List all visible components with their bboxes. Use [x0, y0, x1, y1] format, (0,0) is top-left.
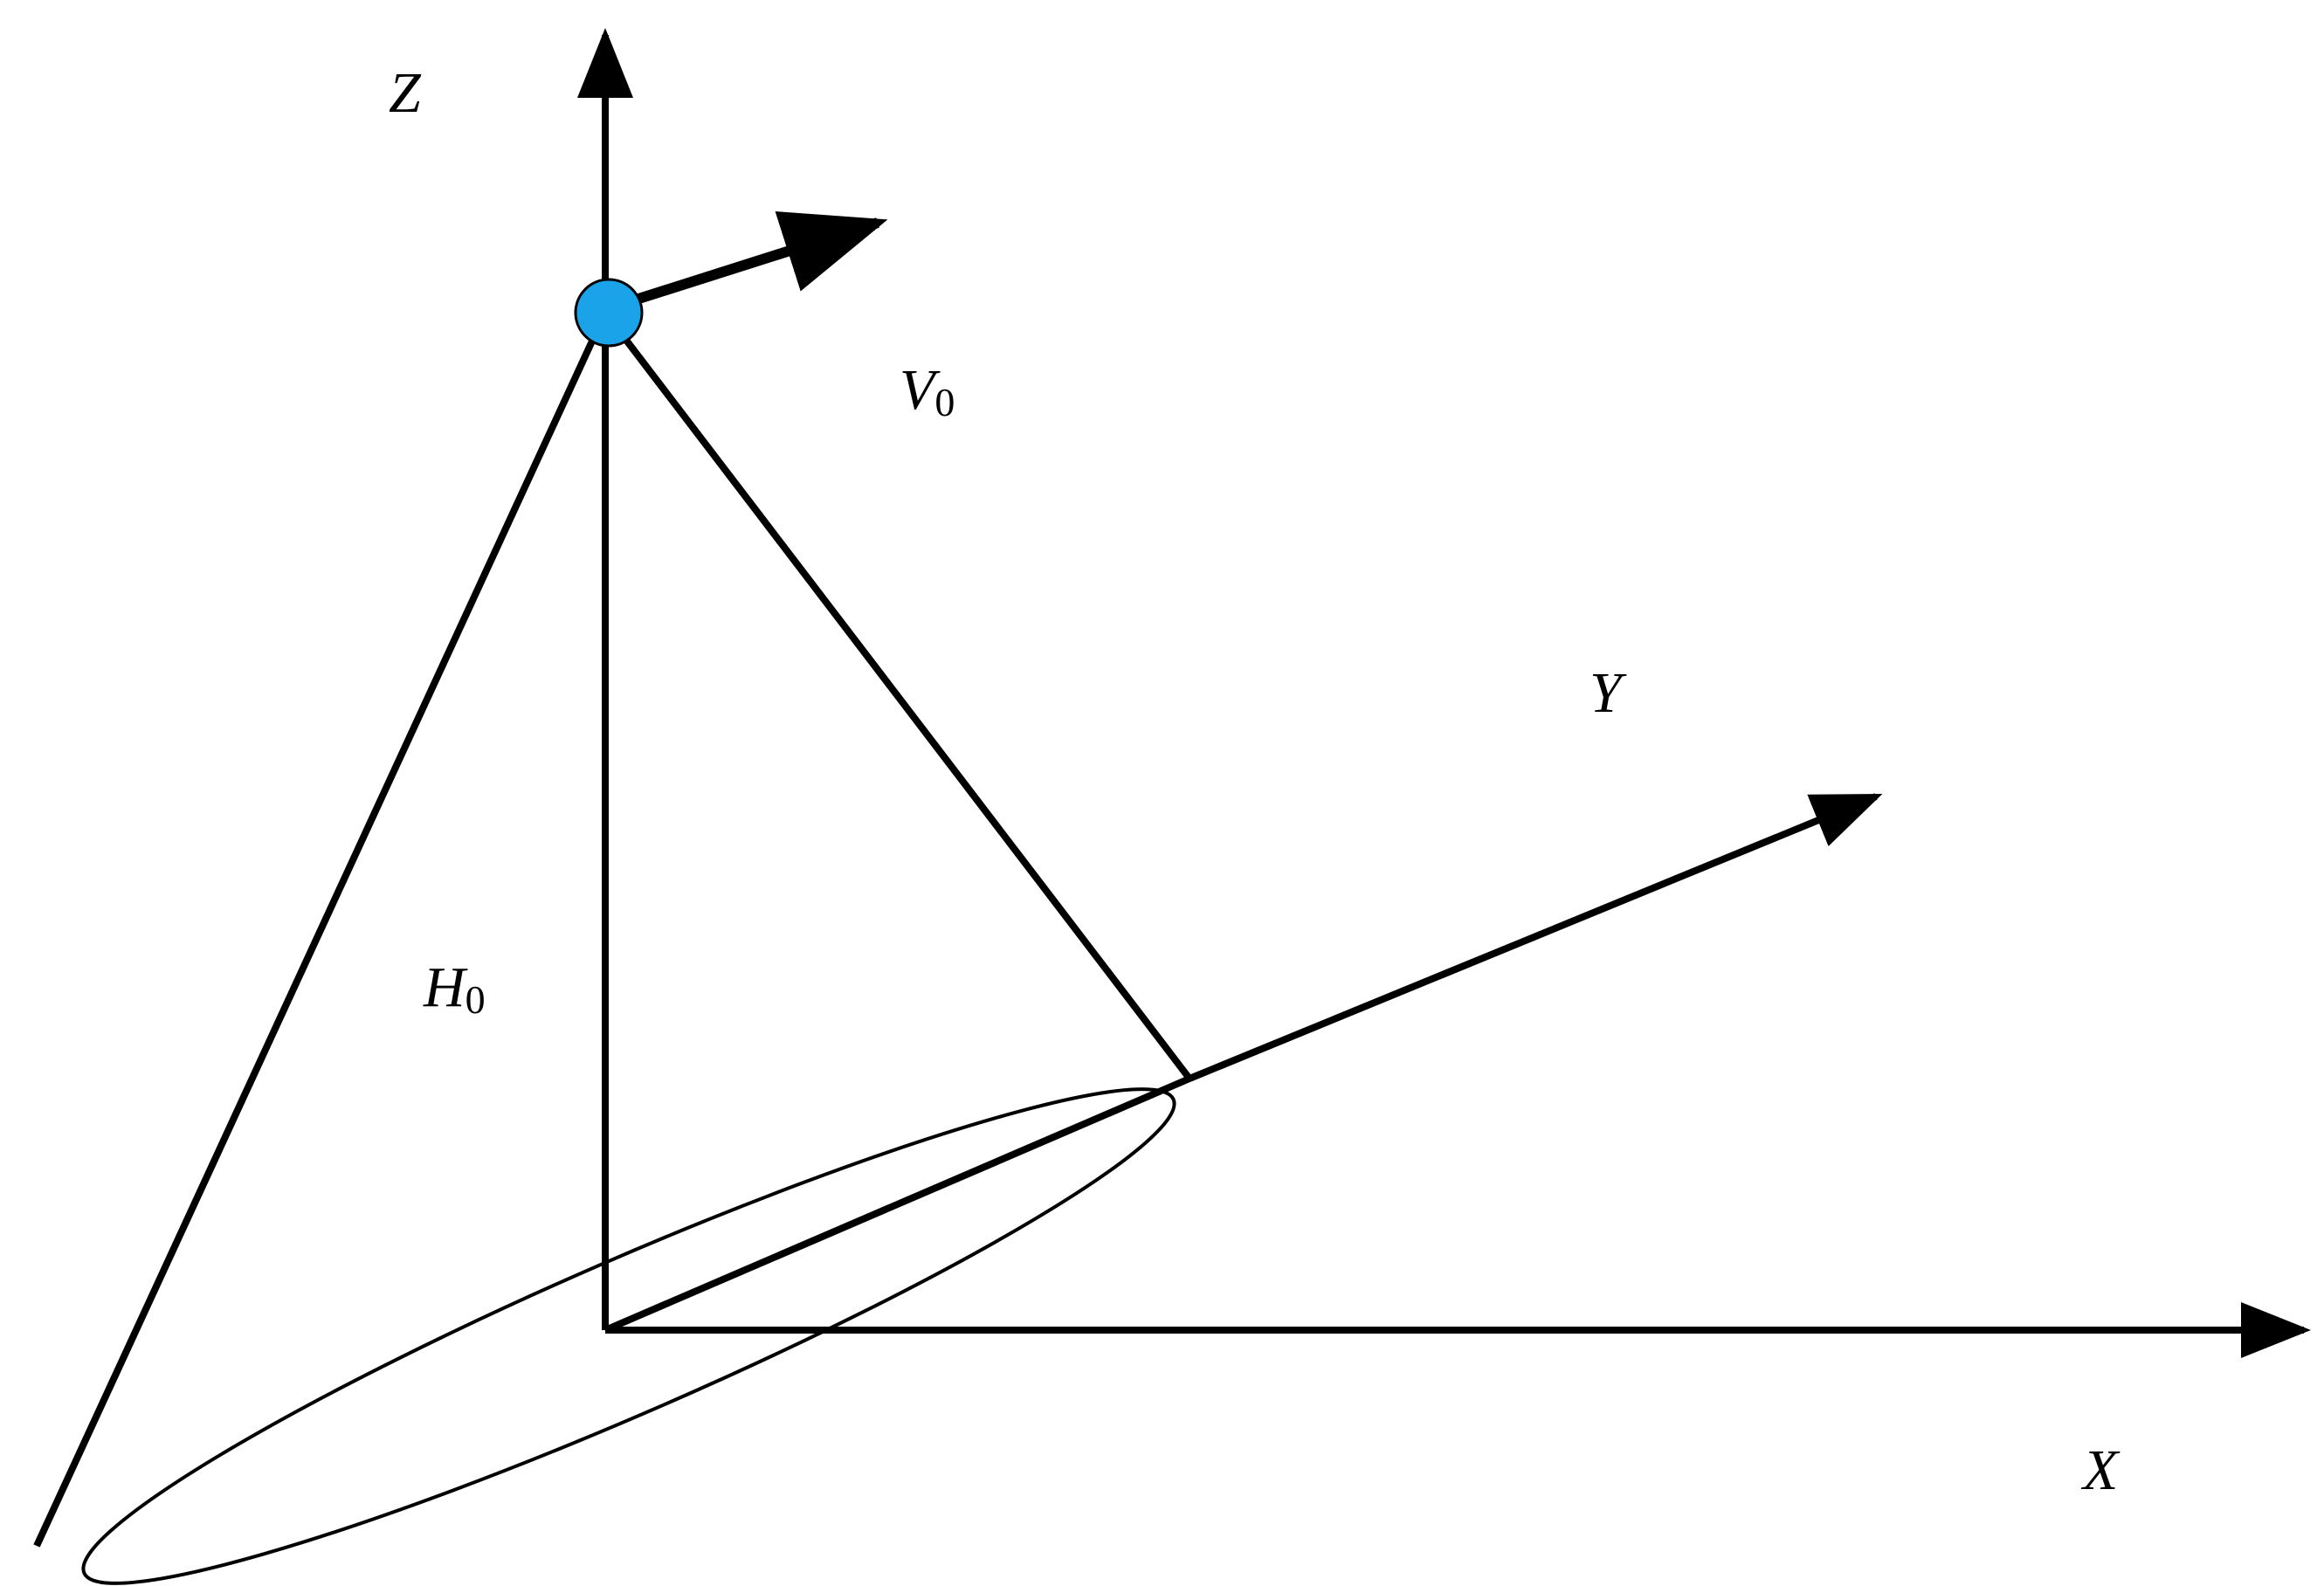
y-axis — [1188, 793, 1883, 1082]
cone-left-generator — [33, 311, 609, 1548]
y-axis-label: Y — [1590, 661, 1627, 725]
velocity-label-main: V — [900, 358, 941, 422]
cone-base-ellipse — [81, 1087, 1176, 1585]
y-axis-base-segment — [603, 1075, 1191, 1334]
velocity-arrow — [610, 210, 888, 313]
height-label: H0 — [423, 955, 486, 1022]
velocity-label-sub: 0 — [934, 380, 955, 424]
height-label-main: H — [423, 955, 468, 1019]
x-axis-label: X — [2080, 1438, 2121, 1502]
apex-point — [574, 278, 644, 348]
velocity-label: V0 — [900, 358, 955, 424]
cone-right-generator — [602, 310, 1193, 1081]
z-axis-label: Z — [389, 61, 422, 125]
height-label-sub: 0 — [465, 977, 486, 1022]
